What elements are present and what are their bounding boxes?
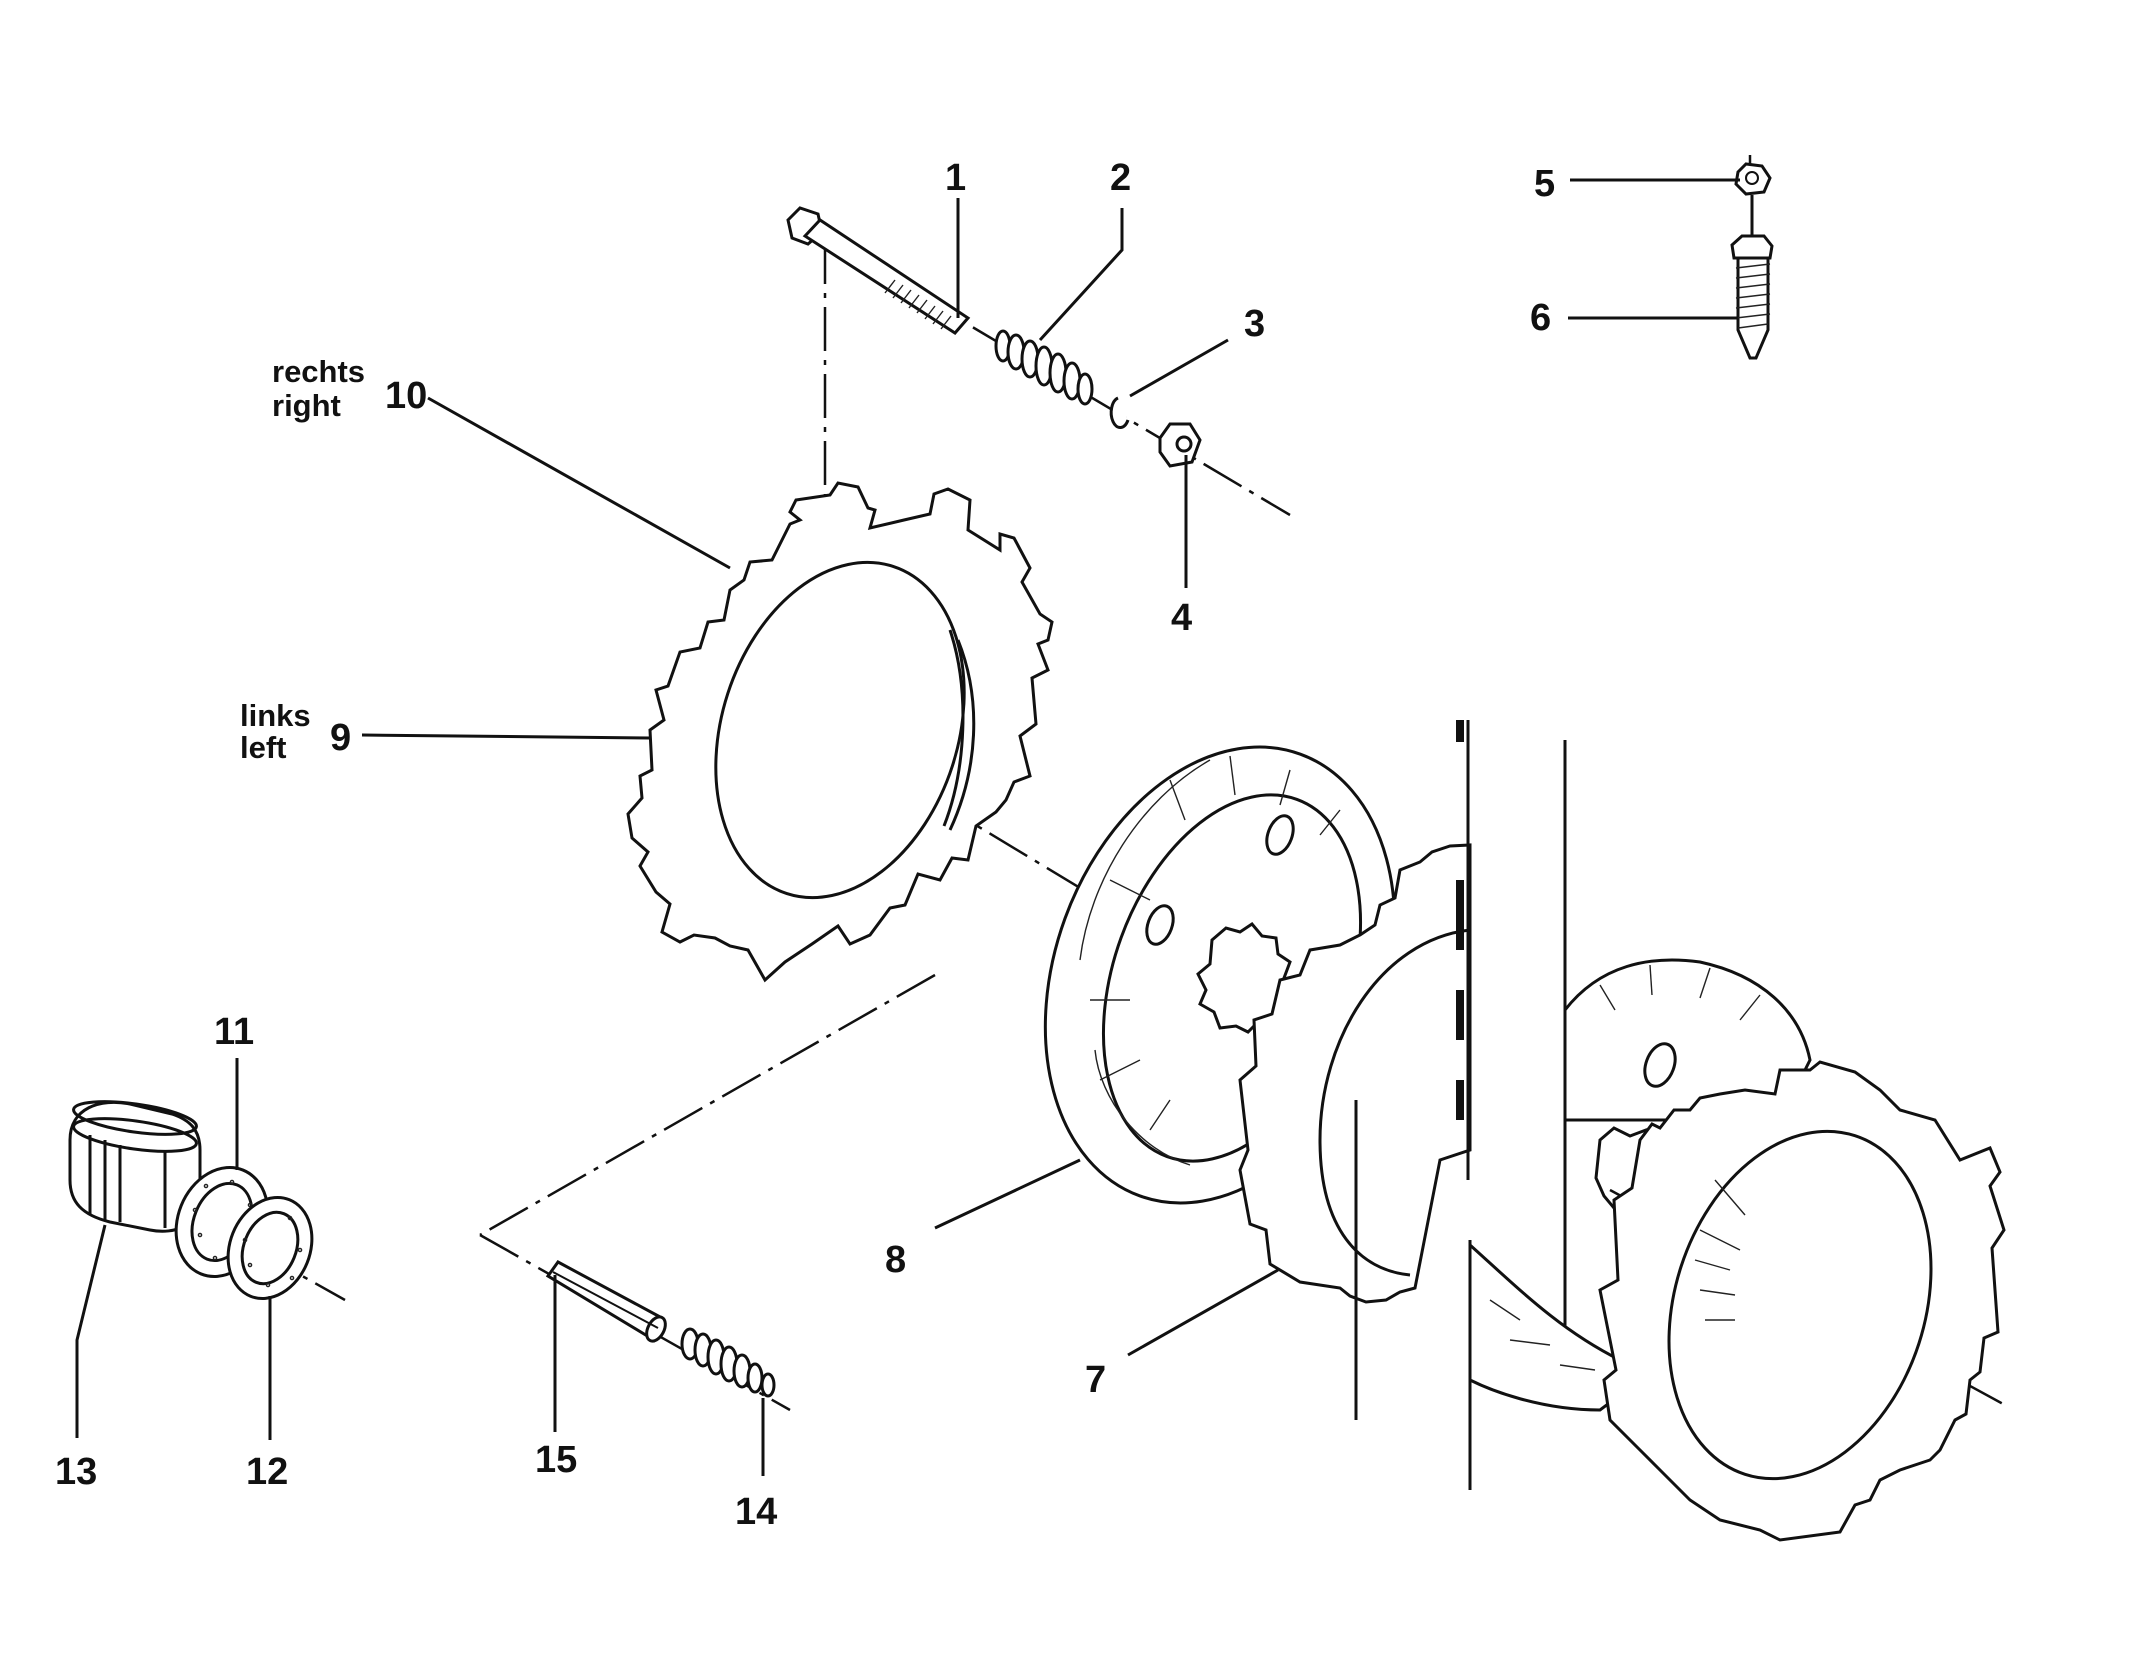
inner-plate-part-7 xyxy=(1238,843,1472,1420)
piston-part-13 xyxy=(68,1100,202,1233)
note-right: right xyxy=(272,388,341,423)
callout-9: 9 xyxy=(330,717,351,759)
leader-lines xyxy=(75,178,1740,1476)
pin-part-15 xyxy=(545,1260,667,1343)
callout-2: 2 xyxy=(1110,157,1131,199)
callout-8: 8 xyxy=(885,1239,906,1281)
callout-5: 5 xyxy=(1534,163,1555,205)
steel-plate-lower xyxy=(1598,1060,2006,1542)
callout-7: 7 xyxy=(1085,1359,1106,1401)
callout-labels: 1 2 3 4 5 6 7 8 9 10 11 12 13 14 15 rech… xyxy=(55,157,1555,1533)
callout-15: 15 xyxy=(535,1439,577,1481)
bolt-part-1 xyxy=(786,206,971,335)
spring-part-14 xyxy=(680,1327,776,1398)
nipple-part-5 xyxy=(1734,162,1772,196)
callout-13: 13 xyxy=(55,1451,97,1493)
nut-part-4 xyxy=(1158,422,1202,468)
callout-3: 3 xyxy=(1244,303,1265,345)
circlip-part-3 xyxy=(1109,396,1130,430)
seal-ring-part-12 xyxy=(226,1196,314,1300)
note-links: links xyxy=(240,698,311,733)
callout-1: 1 xyxy=(945,157,966,199)
spring-part-2 xyxy=(994,329,1094,406)
note-left: left xyxy=(240,730,287,765)
callout-11: 11 xyxy=(214,1011,254,1053)
callout-10: 10 xyxy=(385,375,427,417)
callout-4: 4 xyxy=(1171,597,1192,639)
screw-part-6 xyxy=(1730,195,1774,360)
friction-disc-lower xyxy=(1468,958,1812,1412)
steel-plate-part-9-10 xyxy=(626,481,1054,983)
note-rechts: rechts xyxy=(272,354,365,389)
callout-6: 6 xyxy=(1530,297,1551,339)
callout-14: 14 xyxy=(735,1491,777,1533)
callout-12: 12 xyxy=(246,1451,288,1493)
